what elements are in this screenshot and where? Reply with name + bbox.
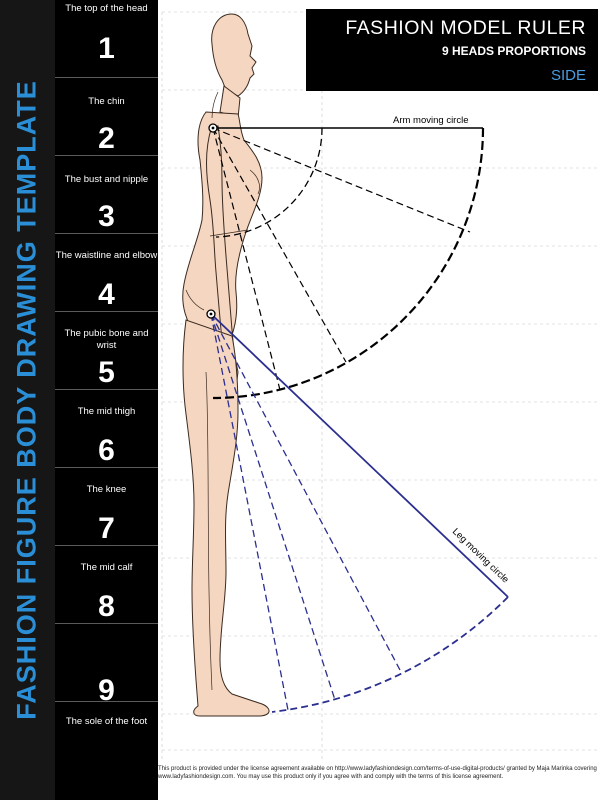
- page-subtitle: 9 HEADS PROPORTIONS: [441, 44, 586, 58]
- head-label: The knee: [86, 484, 127, 495]
- head-cell-9: 9: [55, 624, 158, 706]
- left-title-strip: [0, 0, 55, 800]
- figure-details: [185, 91, 260, 691]
- head-cell-2: The chin 2: [55, 78, 158, 156]
- head-cell-4: The waistline and elbow 4: [55, 234, 158, 312]
- head-cell-1: The top of the head 1: [55, 0, 158, 78]
- page-title: FASHION MODEL RULER: [345, 17, 586, 39]
- head-number: 1: [98, 32, 115, 65]
- head-cell-8: The mid calf 8: [55, 546, 158, 624]
- head-number: 2: [98, 122, 115, 155]
- leg-circle-label: Leg moving circle: [450, 526, 511, 585]
- head-label: The mid calf: [80, 562, 133, 573]
- head-number: 9: [98, 674, 115, 707]
- head-ruler: The top of the head 1 The chin 2 The bus…: [55, 0, 158, 800]
- head-cell-5: The pubic bone and wrist 5: [55, 312, 158, 390]
- head-number: 5: [98, 356, 115, 389]
- leg-moving-circle: [210, 313, 509, 713]
- license-text: This product is provided under the licen…: [158, 766, 597, 780]
- arm-moving-circle: [212, 127, 485, 400]
- head-number: 7: [98, 512, 115, 545]
- head-label: The top of the head: [65, 3, 148, 14]
- head-label: The pubic bone and wrist: [64, 328, 149, 351]
- head-label: The bust and nipple: [64, 174, 149, 185]
- arm-circle-label: Arm moving circle: [393, 115, 469, 126]
- head-number: 8: [98, 590, 115, 623]
- head-number: 3: [98, 200, 115, 233]
- head-number: 4: [98, 278, 115, 311]
- head-label: The mid thigh: [77, 406, 136, 417]
- head-number: 6: [98, 434, 115, 467]
- head-label: The chin: [88, 96, 125, 107]
- title-box: FASHION MODEL RULER 9 HEADS PROPORTIONS …: [306, 9, 598, 91]
- head-cell-7: The knee 7: [55, 468, 158, 546]
- figure-legs: [182, 319, 270, 717]
- shoulder-pivot-dot: [211, 126, 215, 130]
- figure-head: [211, 13, 257, 97]
- foot-label: The sole of the foot: [65, 716, 148, 727]
- head-label: The waistline and elbow: [55, 250, 158, 261]
- view-label: SIDE: [550, 67, 586, 84]
- head-cell-6: The mid thigh 6: [55, 390, 158, 468]
- hip-pivot-dot: [209, 312, 213, 316]
- head-cell-3: The bust and nipple 3: [55, 156, 158, 234]
- fashion-figure: [182, 13, 270, 717]
